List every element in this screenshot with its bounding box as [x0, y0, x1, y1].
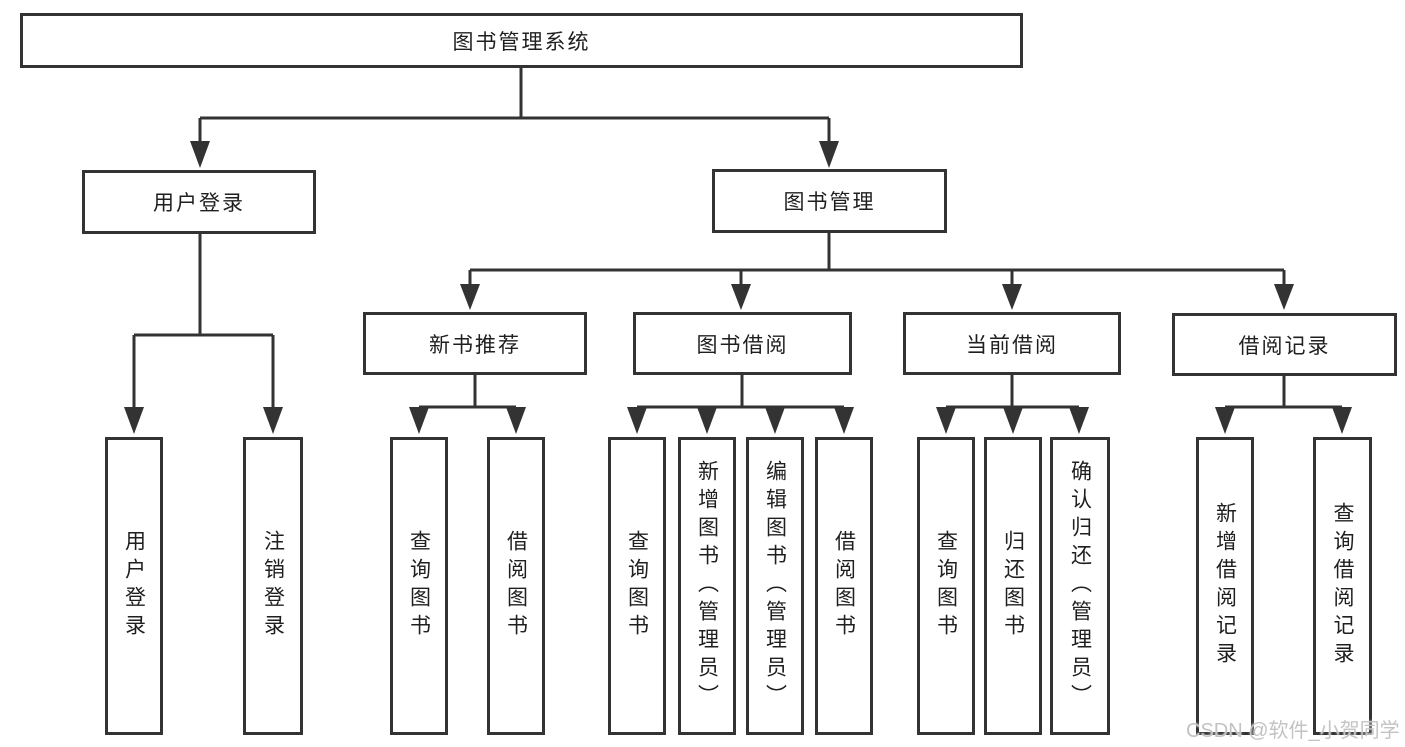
node-return-books: 归还图书 [984, 437, 1042, 735]
node-edit-book-admin: 编辑图书（管理员） [746, 437, 804, 735]
arrowheads [124, 141, 1352, 434]
node-confirm-return-admin: 确认归还（管理员） [1050, 437, 1110, 735]
node-new-book-recommendation: 新书推荐 [363, 312, 587, 375]
node-library-management-system: 图书管理系统 [20, 13, 1023, 68]
node-add-book-admin: 新增图书（管理员） [678, 437, 736, 735]
node-current-borrowing: 当前借阅 [903, 312, 1121, 375]
node-borrowing-records: 借阅记录 [1172, 313, 1397, 376]
node-add-borrow-record: 新增借阅记录 [1196, 437, 1254, 735]
node-book-borrowing: 图书借阅 [633, 312, 852, 375]
node-query-borrow-record: 查询借阅记录 [1313, 437, 1372, 735]
node-query-books-current: 查询图书 [917, 437, 975, 735]
node-borrow-books-borrowing: 借阅图书 [815, 437, 873, 735]
node-logout: 注销登录 [243, 437, 303, 735]
csdn-watermark: CSDN @软件_小贺同学 [1186, 720, 1400, 742]
node-login: 用户登录 [105, 437, 163, 735]
node-user-login: 用户登录 [82, 170, 316, 234]
node-borrow-books-recommend: 借阅图书 [487, 437, 545, 735]
node-query-books-recommend: 查询图书 [390, 437, 448, 735]
node-query-books-borrowing: 查询图书 [608, 437, 666, 735]
node-book-management: 图书管理 [712, 169, 947, 233]
